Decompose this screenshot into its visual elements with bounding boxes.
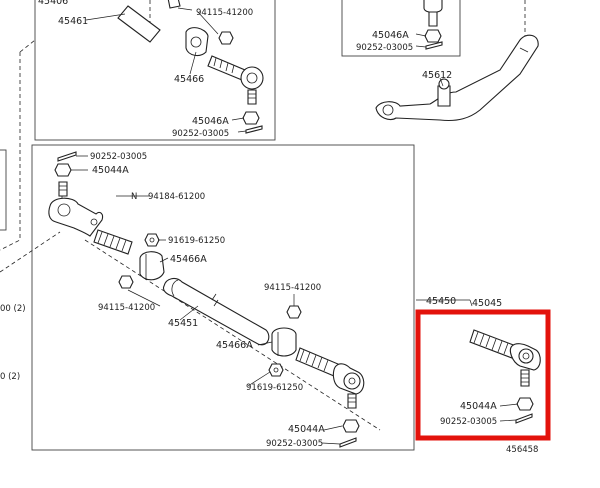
label-45044a-bottom: 45044A — [288, 424, 325, 435]
upper-left-tube-45461 — [117, 5, 161, 43]
main-bottom-nut-45044a — [342, 419, 360, 433]
label-91619-61250-lower: 91619-61250 — [246, 383, 303, 393]
label-94115-41200-lower: 94115-41200 — [98, 303, 155, 313]
dashed-ref-line-left-mid — [0, 231, 61, 273]
label-94115-41200-top: 94115-41200 — [196, 8, 253, 18]
label-45466-top: 45466 — [174, 74, 204, 85]
main-right-thread — [295, 347, 339, 377]
main-clamp-45466a-lower — [271, 327, 297, 357]
label-45451: 45451 — [168, 318, 198, 329]
main-clamp-45466a-upper — [139, 251, 165, 281]
label-45461: 45461 — [58, 16, 88, 27]
label-45406-partial: 45406 — [38, 0, 68, 7]
main-left-thread — [93, 229, 133, 255]
label-45045: 45045 — [472, 298, 502, 309]
label-94184-61200: 94184-61200 — [148, 192, 205, 202]
main-left-nut-45044a — [54, 163, 72, 177]
main-nut-94115-lower — [118, 275, 134, 289]
upper-right-cotter-pin — [425, 41, 443, 50]
left-edge-partial-box — [0, 149, 7, 231]
upper-right-stud — [423, 0, 443, 27]
label-90252-03005-top: 90252-03005 — [172, 129, 229, 139]
label-45466a-upper: 45466A — [170, 254, 207, 265]
label-90252-03005-main: 90252-03005 — [90, 152, 147, 162]
upper-left-cotter-pin — [245, 125, 263, 134]
upper-left-nut-94115 — [218, 31, 234, 45]
label-90252-03005-highlight: 90252-03005 — [440, 417, 497, 427]
label-94115-41200-right: 94115-41200 — [264, 283, 321, 293]
upper-right-subassembly-box — [341, 0, 461, 57]
hl-cotter-pin — [515, 413, 533, 424]
leader-lines — [71, 7, 519, 445]
label-90252-03005-right: 90252-03005 — [356, 43, 413, 53]
main-tube-45451 — [162, 277, 270, 346]
upper-left-tie-rod-end — [207, 55, 264, 105]
diagram-id: 456458 — [506, 445, 538, 455]
upper-left-clamp-45466 — [185, 27, 209, 57]
main-nut-91619-upper — [144, 233, 160, 247]
upper-left-subassembly-box — [34, 0, 276, 141]
label-45612: 45612 — [422, 70, 452, 81]
main-left-cotter-pin — [57, 151, 77, 162]
upper-right-nut-45046a — [424, 29, 442, 43]
hl-nut-45044a — [516, 397, 534, 411]
label-45044a-highlight: 45044A — [460, 401, 497, 412]
label-90252-03005-bottom: 90252-03005 — [266, 439, 323, 449]
label-left-edge-0-2: 0 (2) — [0, 372, 20, 382]
main-bottom-cotter-pin — [339, 437, 357, 448]
upper-left-nut-45046a — [242, 111, 260, 125]
label-left-edge-00-2: 00 (2) — [0, 304, 26, 314]
main-left-tie-rod-end — [48, 197, 104, 237]
label-91619-61250-upper: 91619-61250 — [168, 236, 225, 246]
label-45044a-main: 45044A — [92, 165, 129, 176]
label-45046a-top: 45046A — [192, 116, 229, 127]
label-45046a-right: 45046A — [372, 30, 409, 41]
label-n-marker: N — [131, 192, 137, 202]
dashed-ref-line-main-right — [84, 239, 381, 431]
dashed-ref-line-left-top — [0, 39, 36, 251]
upper-left-nut-top — [167, 0, 181, 9]
label-45450: 45450 — [426, 296, 456, 307]
main-left-stud — [58, 181, 68, 197]
main-nut-91619-lower — [268, 363, 284, 377]
hl-tie-rod-end-45045 — [469, 329, 541, 387]
main-nut-94115-right — [286, 305, 302, 319]
main-right-tie-rod-end — [332, 363, 365, 409]
label-45466a-lower: 45466A — [216, 340, 253, 351]
main-tie-rod-assembly-box — [31, 144, 415, 451]
highlight-box-45045 — [415, 309, 551, 441]
